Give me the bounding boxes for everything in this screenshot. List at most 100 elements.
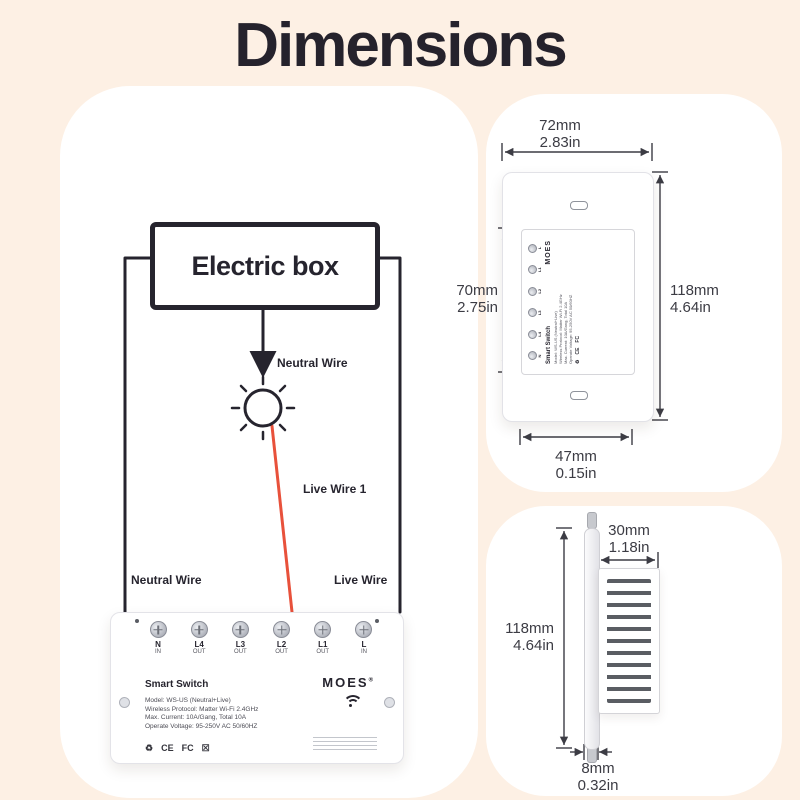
mini-terminal: L3 — [528, 305, 542, 321]
spec-line: Max. Current: 10A/Gang, Total 10A — [145, 714, 247, 721]
terminal-screw-icon — [149, 621, 167, 638]
live-wire-1-label: Live Wire 1 — [303, 482, 367, 496]
dim-width: 72mm 2.83in — [495, 117, 625, 151]
dim-thickness: 8mm 0.32in — [558, 760, 638, 794]
spec-line: Model: WS-US (Neutral+Live) — [145, 697, 231, 704]
terminal-l2: L2 OUT — [265, 621, 299, 655]
dim-height-side-mm: 118mm — [505, 620, 554, 637]
terminal-sub: IN — [155, 649, 161, 655]
side-view-module — [598, 568, 660, 714]
terminal-label: L1 — [318, 640, 328, 649]
registered-mark: ® — [368, 677, 373, 684]
electric-box: Electric box — [150, 222, 380, 310]
dim-depth: 30mm 1.18in — [597, 522, 661, 556]
wire-port-dot — [375, 619, 379, 623]
mount-screw-icon — [587, 512, 597, 529]
terminal-sub: OUT — [316, 649, 330, 655]
terminal-label: L3 — [235, 640, 246, 649]
wire-port-dot — [135, 619, 139, 623]
terminal-screw-icon — [528, 265, 537, 275]
terminal-l4: L4 OUT — [182, 621, 216, 655]
terminal-screw-icon — [314, 621, 332, 638]
front-view-plate: N L4 L3 L2 L1 L Smart Switch MOES Model:… — [502, 172, 654, 422]
terminal-screw-icon — [528, 286, 537, 296]
dim-height-side-in: 4.64in — [513, 637, 554, 654]
mini-terminal: L — [528, 240, 542, 256]
terminal-label: L4 — [537, 332, 542, 337]
weee-bin-icon: ☒ — [201, 743, 210, 753]
terminal-row: N IN L4 OUT L3 OUT L2 OUT L1 OUT — [141, 621, 381, 655]
terminal-n: N IN — [141, 621, 175, 655]
fine-print-text — [313, 737, 377, 753]
dim-thickness-mm: 8mm — [581, 760, 615, 777]
fcc-mark-icon: FC — [575, 335, 581, 343]
brand-logo: MOES® — [322, 675, 373, 690]
dim-module-height-in: 2.75in — [457, 299, 498, 316]
plate-screw-slot — [570, 391, 588, 400]
recycle-icon: ♻ — [145, 743, 154, 753]
dim-module-height-mm: 70mm — [456, 282, 498, 299]
mini-terminal: L1 — [528, 262, 542, 278]
terminal-sub: OUT — [192, 649, 206, 655]
brand-text: MOES — [545, 240, 552, 265]
dim-width-mm: 72mm — [539, 117, 581, 134]
terminal-l3: L3 OUT — [223, 621, 257, 655]
page-title: Dimensions — [234, 11, 567, 80]
mini-terminal-row: N L4 L3 L2 L1 L — [522, 230, 542, 374]
plate-screw-slot — [570, 201, 588, 210]
ce-mark-icon: CE — [575, 347, 581, 355]
terminal-label: L — [537, 246, 542, 250]
dim-depth-mm: 30mm — [608, 522, 650, 539]
terminal-label: L3 — [537, 310, 542, 316]
terminal-label: N — [537, 354, 542, 358]
terminal-label: L1 — [537, 267, 542, 272]
mini-terminal: L4 — [528, 326, 542, 342]
terminal-label: L4 — [194, 640, 204, 649]
mount-screw-icon — [384, 697, 395, 708]
terminal-l: L IN — [347, 621, 381, 655]
device-specs: Model: WS-US (Neutral+Live) Wireless Pro… — [553, 230, 573, 374]
terminal-label: L2 — [276, 640, 287, 649]
dim-module-width: 47mm 0.15in — [511, 448, 641, 482]
terminal-sub: OUT — [275, 649, 288, 655]
dim-height-front-mm: 118mm — [670, 282, 719, 299]
mini-terminal: N — [528, 348, 542, 364]
terminal-screw-icon — [273, 621, 291, 638]
live-wire-bottom-label: Live Wire — [334, 573, 388, 587]
spec-line: Operate Voltage: 95-250V AC 50/60HZ — [145, 722, 258, 730]
recycle-icon: ♻ — [575, 359, 581, 364]
terminal-screw-icon — [190, 621, 208, 638]
terminal-screw-icon — [355, 621, 373, 638]
rotated-switch-face: N L4 L3 L2 L1 L Smart Switch MOES Model:… — [522, 230, 634, 374]
device-specs: Model: WS-US (Neutral+Live) Wireless Pro… — [145, 697, 320, 731]
terminal-label: L — [361, 640, 367, 649]
dim-depth-in: 1.18in — [608, 539, 650, 556]
mini-terminal: L2 — [528, 283, 542, 299]
terminal-sub: IN — [360, 649, 367, 655]
dim-module-width-mm: 47mm — [555, 448, 597, 465]
device-name: Smart Switch — [546, 325, 552, 364]
dim-module-height: 70mm 2.75in — [430, 282, 498, 316]
neutral-wire-bottom-label: Neutral Wire — [131, 573, 202, 587]
terminal-label: L2 — [537, 288, 542, 294]
dim-height-front: 118mm 4.64in — [670, 282, 734, 316]
dim-height-side: 118mm 4.64in — [492, 620, 554, 654]
dim-module-width-in: 0.15in — [555, 465, 597, 482]
electric-box-label: Electric box — [191, 250, 339, 281]
terminal-screw-icon — [528, 351, 537, 361]
spec-line: Wireless Protocol: Matter Wi-Fi 2.4GHz — [145, 705, 259, 713]
front-module: N L4 L3 L2 L1 L Smart Switch MOES Model:… — [521, 229, 635, 375]
heatsink-fins — [607, 579, 651, 703]
brand-text: MOES — [322, 675, 369, 690]
terminal-screw-icon — [528, 243, 537, 253]
wifi-icon — [343, 695, 363, 709]
terminal-sub: OUT — [234, 649, 247, 655]
dim-width-in: 2.83in — [539, 134, 581, 151]
terminal-screw-icon — [528, 329, 537, 339]
terminal-screw-icon — [528, 308, 537, 318]
dim-thickness-in: 0.32in — [577, 777, 619, 794]
terminal-label: N — [155, 640, 161, 649]
device-name: Smart Switch — [145, 679, 209, 690]
smart-switch-device: N IN L4 OUT L3 OUT L2 OUT L1 OUT — [110, 612, 404, 764]
terminal-screw-icon — [231, 621, 249, 638]
